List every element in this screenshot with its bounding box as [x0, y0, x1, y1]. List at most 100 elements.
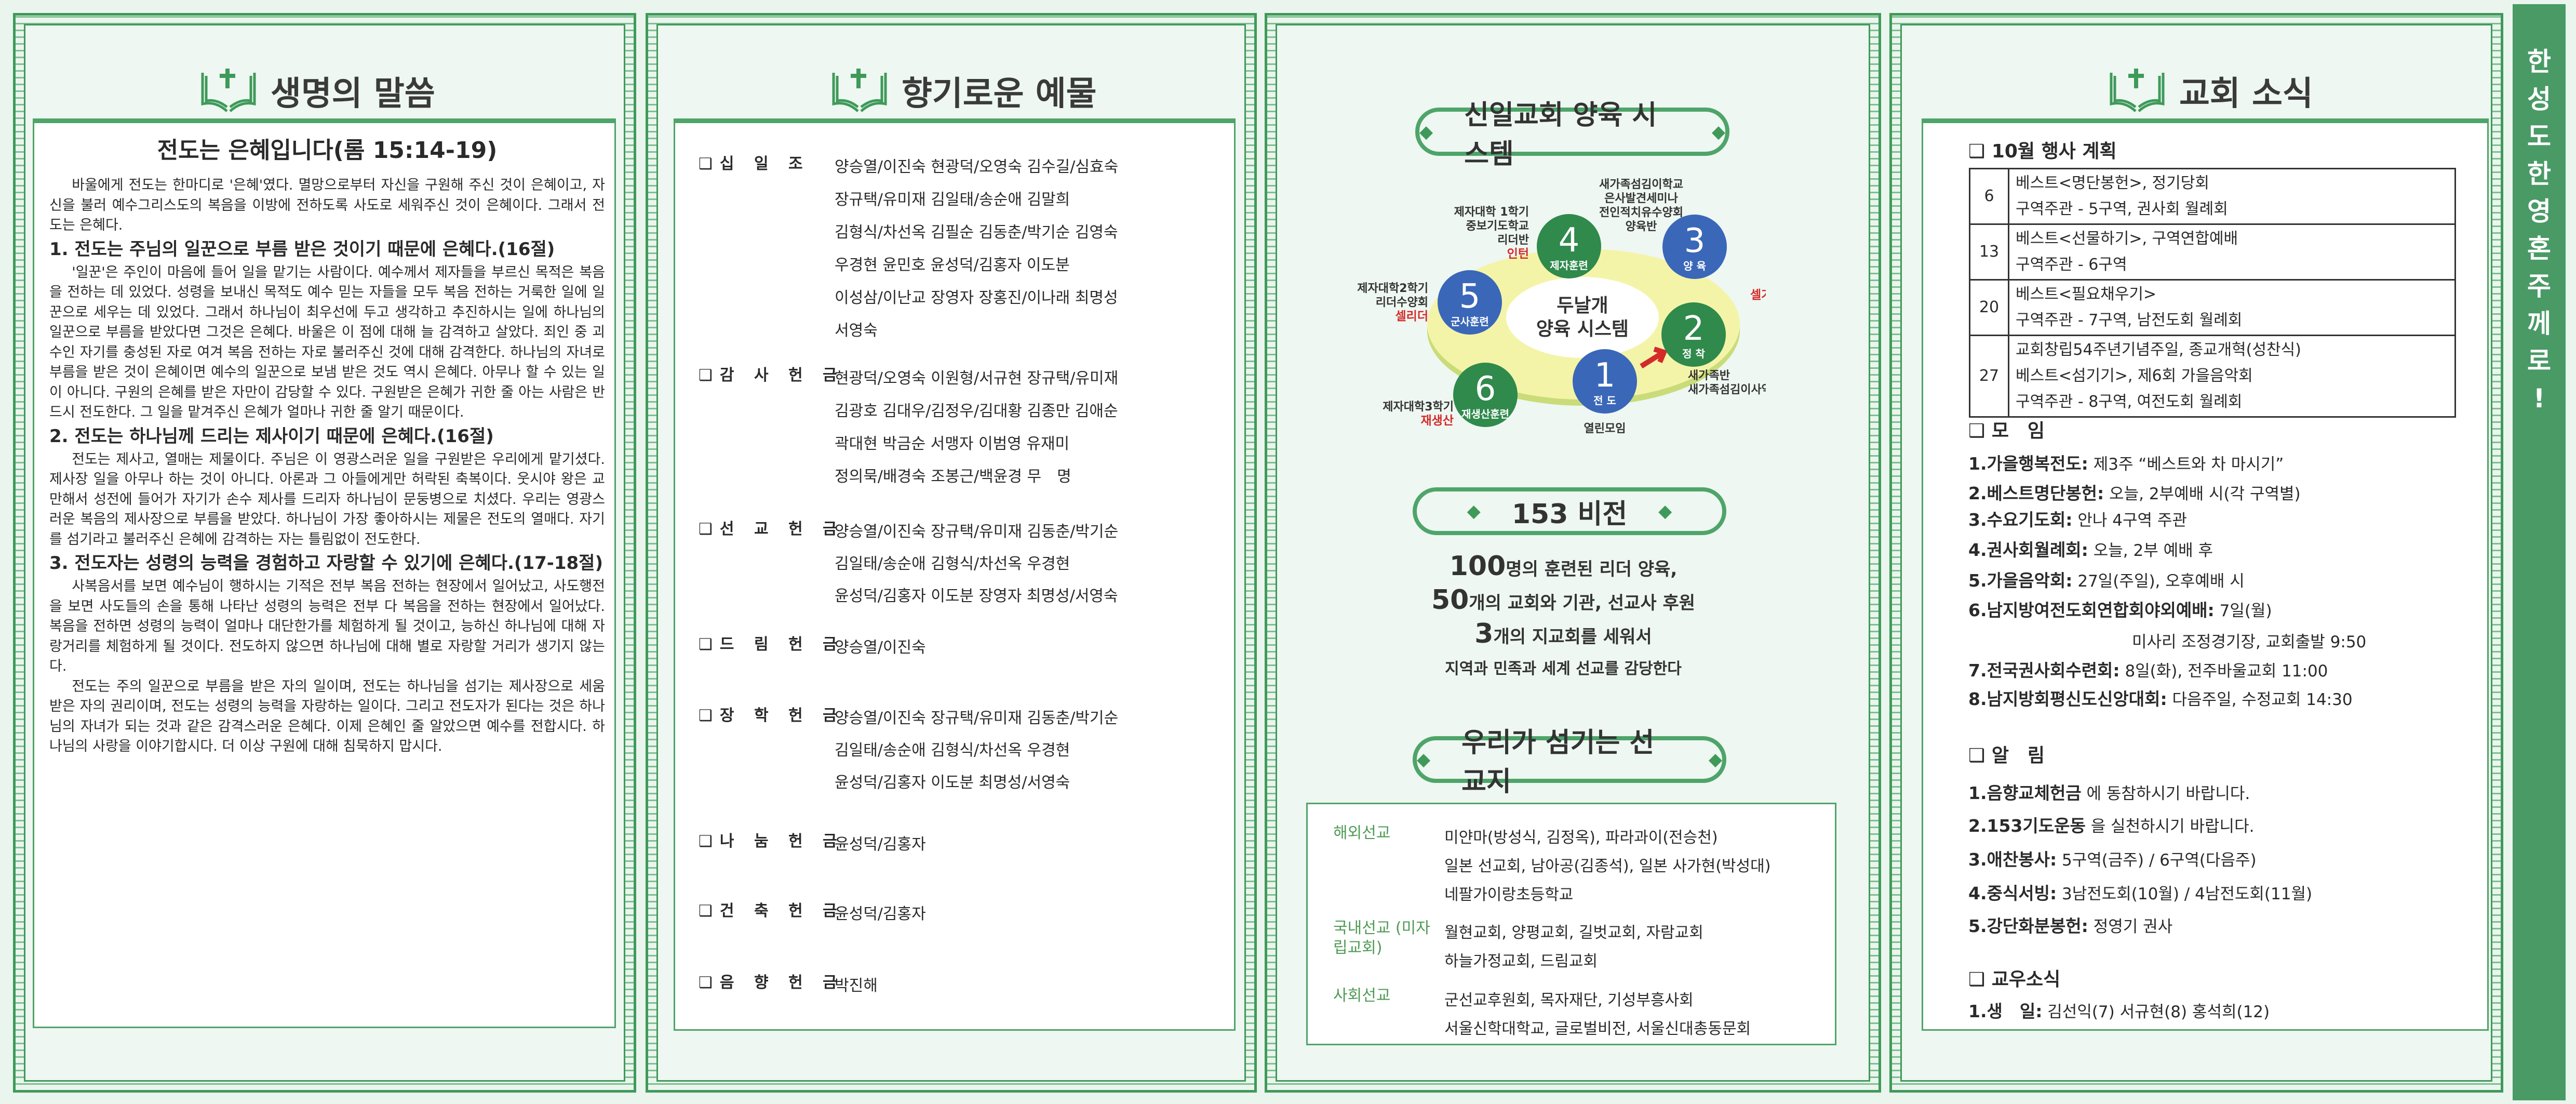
- step-circle: [1662, 215, 1727, 279]
- panel1-title: 생명의 말씀: [271, 75, 435, 113]
- members-heading: ❑ 교우소식: [1968, 969, 2061, 990]
- item-key: 8.남지방회평신도신앙대회:: [1968, 689, 2167, 709]
- center-label-2: 양육 시스템: [1536, 318, 1629, 340]
- step-circle: [1453, 363, 1518, 427]
- names-line: 서영숙: [835, 322, 878, 340]
- names-line: 우경현 윤민호 윤성덕/김홍자 이도분: [835, 256, 1070, 274]
- item-value: 김선익(7) 서규현(8) 홍석희(12): [2047, 1003, 2270, 1021]
- notice-item: 2.153기도운동 을 실천하시기 바랍니다.: [1968, 812, 2254, 837]
- names-line: 윤성덕/김홍자: [835, 835, 926, 854]
- slogan-char: 주: [2527, 271, 2551, 301]
- bible-cross-icon: [2110, 69, 2165, 112]
- vision-line: 100명의 훈련된 리더 양육,: [1330, 551, 1797, 582]
- step-note: 새가족섬김이사역: [1688, 383, 1766, 396]
- offering-label: ❑음 향 헌 금: [699, 974, 844, 992]
- mission-line: 일본 선교회, 남아공(김종석), 일본 사가현(박성대): [1444, 857, 1771, 875]
- offering-label-text: 건 축 헌 금: [719, 902, 844, 920]
- step-accent: 재생산: [1421, 414, 1454, 428]
- step-note: 리더수양회: [1376, 296, 1428, 309]
- step-number: 4: [1559, 221, 1580, 260]
- meeting-item: 4.권사회월례회: 오늘, 2부 예배 후: [1968, 536, 2213, 561]
- step-note: 새가족섬김이학교: [1599, 178, 1683, 191]
- offering-names: 윤성덕/김홍자: [835, 828, 1229, 861]
- event-day: 6: [1969, 168, 2009, 225]
- step-number: 6: [1475, 370, 1496, 408]
- meetings-title: 모 임: [1991, 420, 2045, 442]
- step-circle: [1573, 349, 1637, 414]
- step-number: 2: [1683, 310, 1705, 348]
- mission-category: 국내선교 (미자립교회): [1333, 919, 1430, 957]
- vision-text: 개의 교회와 기관, 선교사 후원: [1469, 593, 1695, 614]
- step-name: 양 육: [1683, 260, 1706, 272]
- step-note: 리더반: [1497, 234, 1529, 247]
- mission-line: 네팔가이랑초등학교: [1444, 886, 1574, 904]
- item-value: 정영기 권사: [2093, 917, 2173, 936]
- step-accent: 셀가족: [1750, 288, 1766, 302]
- notices-heading: ❑ 알 림: [1968, 745, 2045, 766]
- notice-item: 5.강단화분봉헌: 정영기 권사: [1968, 912, 2172, 937]
- offering-label-text: 나 눔 헌 금: [719, 832, 844, 850]
- event-details: 베스트<필요채우기>구역주관 - 7구역, 남전도회 월례회: [2008, 279, 2456, 336]
- item-key: 5.가을음악회:: [1968, 570, 2073, 591]
- vision-line: 3개의 지교회를 세워서: [1330, 618, 1797, 649]
- meeting-item: 3.수요기도회: 안나 4구역 주관: [1968, 506, 2187, 531]
- step-note: 은사발견세미나: [1604, 192, 1678, 205]
- vision-number: 100: [1449, 551, 1506, 582]
- panel2-header: 향기로운 예물: [831, 62, 1097, 119]
- names-line: 김일태/송순애 김형식/차선옥 우경현: [835, 555, 1070, 573]
- names-line: 윤성덕/김홍자 이도분 장영자 최명성/서영숙: [835, 587, 1118, 605]
- sermon-paragraph: 전도는 제사고, 열매는 제물이다. 주님은 이 영광스러운 일을 구원받은 우…: [49, 451, 605, 548]
- vision-number: 50: [1431, 584, 1469, 616]
- vision-text: 명의 훈련된 리더 양육,: [1506, 559, 1678, 580]
- mission-title: 우리가 섬기는 선교지: [1461, 727, 1655, 797]
- step-note: 제자대학3학기: [1383, 401, 1454, 414]
- event-line: 베스트<선물하기>, 구역연합예배: [2016, 230, 2238, 248]
- item-value: 다음주일, 수정교회 14:30: [2172, 690, 2353, 709]
- panel4-title: 교회 소식: [2179, 75, 2313, 113]
- step-note: 전인적치유수양회: [1599, 206, 1683, 219]
- event-details: 교회창립54주년기념주일, 종교개혁(성찬식)베스트<섬기기>, 제6회 가을음…: [2008, 335, 2456, 418]
- event-line: 구역주관 - 5구역, 권사회 월례회: [2016, 200, 2228, 218]
- event-day: 27: [1969, 335, 2009, 418]
- mission-line: 하늘가정교회, 드림교회: [1444, 952, 1598, 970]
- slogan-char: 로: [2527, 346, 2551, 376]
- names-line: 김광호 김대우/김정우/김대황 김종만 김애순: [835, 402, 1118, 420]
- names-line: 윤성덕/김홍자 이도분 최명성/서영숙: [835, 774, 1070, 792]
- events-title: 10월 행사 계획: [1991, 141, 2117, 162]
- sermon-heading: 1. 전도는 주님의 일꾼으로 부름 받은 것이기 때문에 은혜다.(16절): [49, 238, 555, 260]
- step-name: 제자훈련: [1550, 259, 1588, 272]
- meetings-heading: ❑ 모 임: [1968, 420, 2045, 442]
- meeting-item: 8.남지방회평신도신앙대회: 다음주일, 수정교회 14:30: [1968, 685, 2353, 710]
- item-value: 7일(월): [2219, 602, 2272, 620]
- step-number: 1: [1594, 356, 1616, 395]
- step-number: 3: [1684, 222, 1706, 260]
- step-accent: 셀리더: [1396, 310, 1428, 323]
- item-key: 5.강단화분봉헌:: [1968, 916, 2088, 936]
- mission-line: 서울신학대학교, 글로벌비전, 서울신대총동문회: [1444, 1020, 1751, 1038]
- mission-category: 사회선교: [1333, 987, 1391, 1005]
- item-key: 4.중식서빙:: [1968, 883, 2057, 903]
- offering-label: ❑건 축 헌 금: [699, 902, 844, 920]
- divider: [1922, 118, 2489, 122]
- item-value: 제3주 “베스트와 차 마시기”: [2093, 455, 2284, 474]
- offering-label: ❑드 림 헌 금: [699, 635, 844, 654]
- vision-line: 50개의 교회와 기관, 선교사 후원: [1330, 584, 1797, 616]
- mission-box: [1306, 803, 1836, 1045]
- slogan-char: 한: [2527, 47, 2551, 77]
- step-circle: [1661, 302, 1726, 367]
- item-value: 3남전도회(10월) / 4남전도회(11월): [2062, 885, 2313, 903]
- sermon-paragraph: 사복음서를 보면 예수님이 행하시는 기적은 전부 복음 전하는 현장에서 일어…: [49, 578, 605, 674]
- offering-label-text: 십 일 조: [719, 155, 810, 173]
- step-name: 군사훈련: [1451, 315, 1489, 328]
- slogan-char: 성: [2527, 84, 2551, 114]
- item-value: 5구역(금주) / 6구역(다음주): [2062, 851, 2257, 870]
